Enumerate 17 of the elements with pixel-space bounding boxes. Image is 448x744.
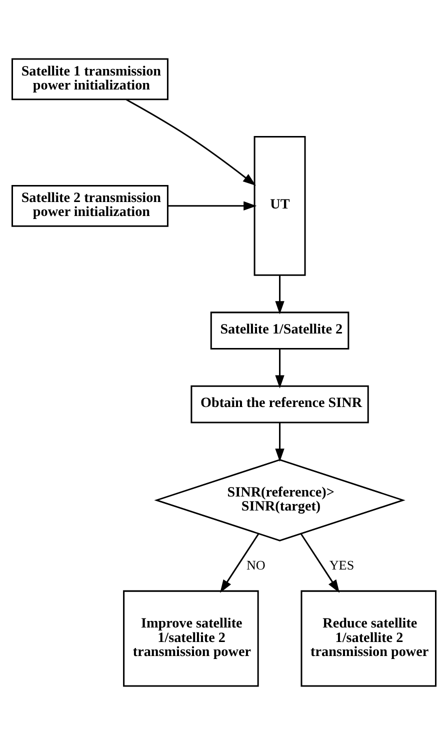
- edge-label: YES: [329, 556, 354, 572]
- arrow: [275, 422, 284, 462]
- node-box: UT: [254, 136, 306, 276]
- arrow: [126, 98, 256, 186]
- node-diamond: SINR(reference)> SINR(target): [154, 458, 406, 541]
- arrow: [300, 532, 340, 592]
- node-box: Satellite 1 transmission power initialization: [12, 58, 168, 100]
- node-box: Improve satellite 1/satellite 2 transmission power: [123, 590, 259, 686]
- node-box: Satellite 1/Satellite 2: [210, 311, 350, 350]
- arrow: [168, 200, 257, 210]
- arrow: [275, 348, 284, 388]
- arrow: [220, 532, 260, 592]
- node-box: Satellite 2 transmission power initialization: [12, 184, 168, 226]
- edge-label: NO: [246, 556, 266, 572]
- node-box: Reduce satellite 1/satellite 2 transmission power: [300, 590, 436, 686]
- node-box: Obtain the reference SINR: [190, 384, 369, 423]
- arrow: [275, 274, 284, 314]
